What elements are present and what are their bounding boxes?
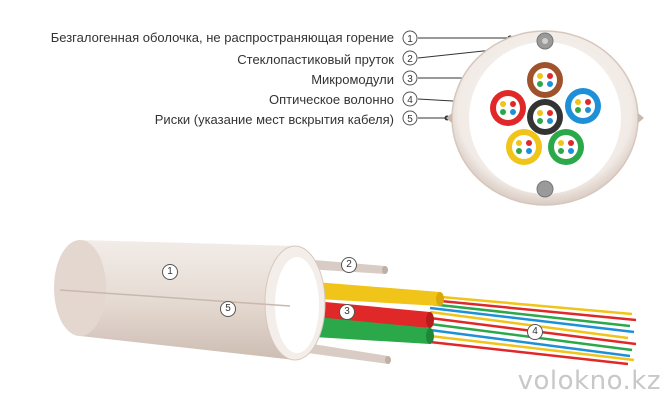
micromodule-red <box>490 90 526 126</box>
micromodule-black <box>527 99 563 135</box>
callout-4: 4 <box>527 324 543 340</box>
svg-text:3: 3 <box>407 74 413 85</box>
callout-5: 5 <box>220 301 236 317</box>
legend-label-1: Безгалогенная оболочка, не распространяю… <box>50 30 394 45</box>
callout-3: 3 <box>339 304 355 320</box>
callout-1: 1 <box>162 264 178 280</box>
micromodule-green <box>548 129 584 165</box>
micromodule-blue <box>565 88 601 124</box>
svg-text:2: 2 <box>407 54 413 65</box>
callout-2: 2 <box>341 257 357 273</box>
legend-label-4: Оптическое волонно <box>268 92 394 107</box>
svg-text:1: 1 <box>407 34 413 45</box>
svg-text:4: 4 <box>407 95 413 106</box>
micromodule-yellow <box>506 129 542 165</box>
legend-label-3: Микромодули <box>311 72 394 87</box>
callout-markers: 1 2 3 4 5 <box>402 30 418 126</box>
watermark: volokno.kz <box>517 366 661 396</box>
legend-label-2: Стеклопастиковый пруток <box>237 52 394 67</box>
micromodule-brown <box>527 62 563 98</box>
cable-cross-section <box>446 30 644 206</box>
legend-label-5: Риски (указание мест вскрытия кабеля) <box>154 112 394 127</box>
svg-text:5: 5 <box>407 114 413 125</box>
